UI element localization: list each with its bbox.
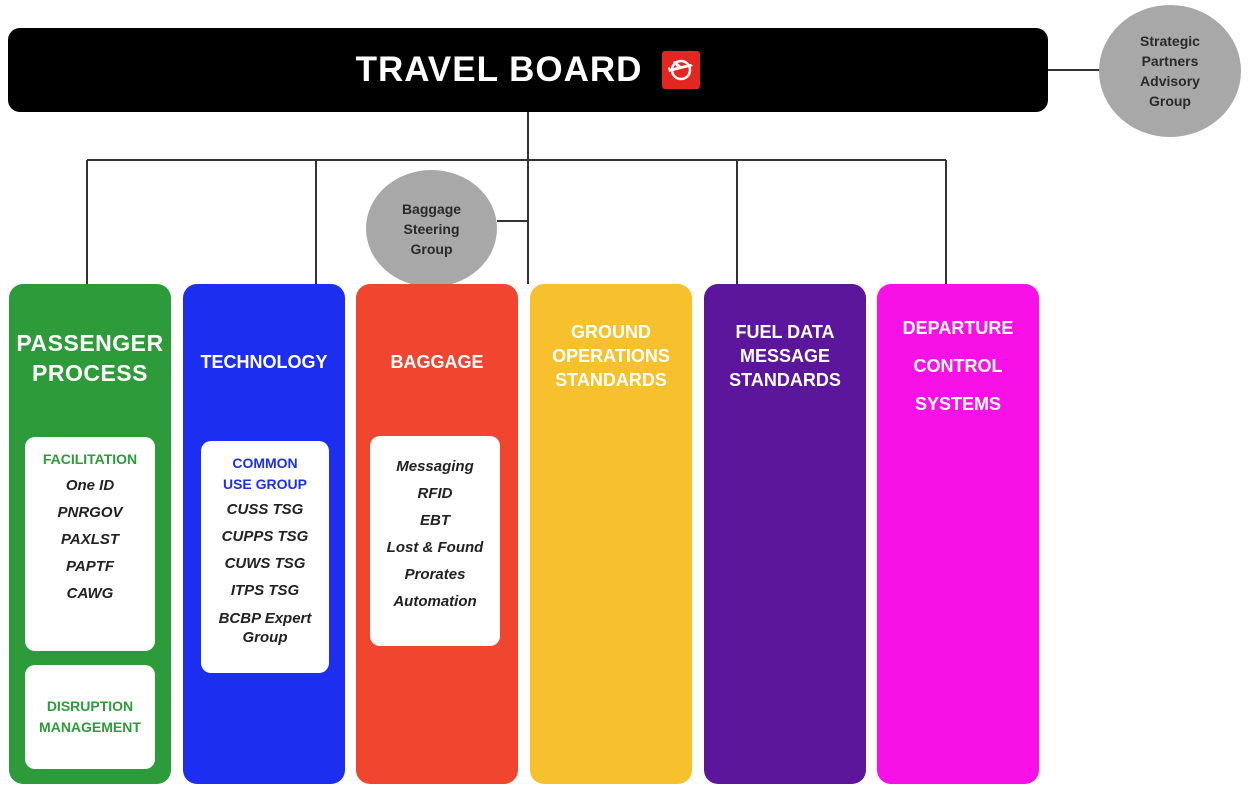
column-heading: FUEL DATA MESSAGE STANDARDS [729,322,841,390]
fuel-data-column: FUEL DATA MESSAGE STANDARDS [704,284,866,784]
board-title: TRAVEL BOARD [355,50,643,89]
baggage-panel: Messaging RFID EBT Lost & Found Prorates… [370,436,500,646]
passenger-process-column: PASSENGER PROCESS FACILITATION One ID PN… [9,284,171,784]
baggage-steering-line: Baggage [401,200,462,217]
panel-item: EBT [420,512,450,529]
partners-line: Advisory [1140,73,1200,89]
panel-title: FACILITATION [42,451,138,467]
partners-line: Partners [1141,53,1199,69]
airplane-globe-icon [662,51,701,89]
column-heading: DEPARTURE CONTROL SYSTEMS [902,318,1014,414]
panel-item: PNRGOV [57,504,123,521]
facilitation-panel: FACILITATION One ID PNRGOV PAXLST PAPTF … [25,437,155,651]
panel-item: ITPS TSG [230,582,300,599]
panel-item: One ID [65,477,115,494]
panel-item: Prorates [404,566,466,583]
baggage-steering-line: Group [410,240,453,257]
column-heading: PASSENGER PROCESS [16,330,164,386]
strategic-partners-bubble: Strategic Partners Advisory Group [1099,5,1241,137]
panel-item: CUSS TSG [226,501,304,518]
panel-item: PAPTF [65,558,115,575]
panel-item: Automation [393,593,477,610]
panel-title: COMMON USE GROUP [222,455,307,492]
panel-item: CUWS TSG [224,555,306,572]
panel-item: CUPPS TSG [221,528,309,545]
departure-control-column: DEPARTURE CONTROL SYSTEMS [877,284,1039,784]
panel-item: Lost & Found [386,539,484,556]
technology-column: TECHNOLOGY COMMON USE GROUP CUSS TSG CUP… [183,284,345,784]
column-heading: TECHNOLOGY [200,352,328,372]
baggage-steering-bubble: Baggage Steering Group [366,170,497,287]
baggage-steering-line: Steering [403,220,460,237]
ground-operations-column: GROUND OPERATIONS STANDARDS [530,284,692,784]
panel-item: RFID [417,485,453,502]
column-heading: BAGGAGE [390,352,484,372]
panel-item: PAXLST [60,531,120,548]
travel-board: TRAVEL BOARD [8,28,1048,112]
baggage-column: BAGGAGE Messaging RFID EBT Lost & Found … [356,284,518,784]
common-use-group-panel: COMMON USE GROUP CUSS TSG CUPPS TSG CUWS… [201,441,329,673]
panel-item: CAWG [66,585,114,602]
partners-line: Strategic [1140,33,1200,49]
panel-item: BCBP Expert Group [218,610,312,646]
partners-line: Group [1148,93,1191,109]
panel-item: Messaging [396,458,474,475]
disruption-panel: DISRUPTION MANAGEMENT [25,665,155,769]
panel-title: DISRUPTION MANAGEMENT [39,698,141,735]
column-heading: GROUND OPERATIONS STANDARDS [552,322,670,390]
